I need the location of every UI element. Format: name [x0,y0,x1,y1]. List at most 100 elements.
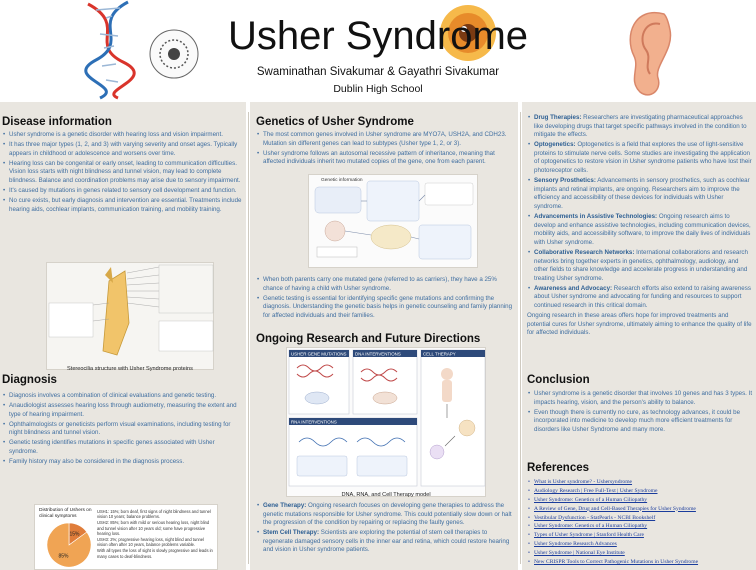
column-divider [520,112,521,564]
list-item: Genetic testing identifies mutations in … [2,439,242,456]
bullet-label: Drug Therapies: [534,114,582,121]
list-item: No cure exists, but early diagnosis and … [2,197,242,214]
conclusion-bullets: Usher syndrome is a genetic disorder tha… [527,390,753,434]
list-item: It has three major types (1, 2, and 3) w… [2,141,242,158]
list-item: Collaborative Research Networks: Interna… [527,249,753,283]
reference-link[interactable]: Usher Syndrome: Genetics of a Human Cili… [527,496,753,505]
reference-link[interactable]: Usher Syndrome: Genetics of a Human Cili… [527,522,753,531]
future-directions-section: Drug Therapies: Researchers are investig… [527,114,753,338]
school-name: Dublin High School [333,83,423,95]
bullet-label: Stem Cell Therapy: [263,529,320,537]
bullet-label: Advancements in Assistive Technologies: [534,213,658,221]
legend-item: USH2: 85%; born with mild or serious hea… [97,520,210,536]
bullet-label: Sensory Prosthetics: [534,177,596,185]
list-item: Usher syndrome follows an autosomal rece… [256,150,514,167]
column-divider [248,112,249,564]
authors: Swaminathan Sivakumar & Gayathri Sivakum… [256,66,500,78]
list-item: Family history may also be considered in… [2,458,242,467]
legend-item: USH1: 15%; born deaf, first signs of nig… [97,509,211,520]
genetic-diagram [314,180,474,260]
conclusion-heading: Conclusion [527,374,590,386]
list-item: Optogenetics: Optogenetics is a field th… [527,141,753,175]
list-item: Genetic testing is essential for identif… [256,295,516,321]
poster-title: Usher Syndrome [227,14,529,58]
diagnosis-heading: Diagnosis [2,374,57,386]
disease-heading: Disease information [2,116,112,128]
references-heading: References [527,462,590,474]
bullet-text: Optogenetics is a field that explores th… [534,141,752,175]
list-item: Anaudiologist assesses hearing loss thro… [2,402,242,419]
list-item: Diagnosis involves a combination of clin… [2,392,242,401]
diagnosis-bullets: Diagnosis involves a combination of clin… [2,392,242,467]
stereocilia-caption: Stereocilia structure with Usher Syndrom… [67,366,193,372]
reference-link[interactable]: Audiology Research | Free Full-Text | Us… [527,487,753,496]
pie-data-label: 85% [58,553,69,559]
list-item: It's caused by mutations in genes relate… [2,187,242,196]
panel-label: DNA INTERVENTIONS [355,352,401,357]
genetics-bullets-bottom: When both parents carry one mutated gene… [256,276,516,320]
dna-helix-icon [84,0,136,100]
pie-legend: USH1: 15%; born deaf, first signs of nig… [97,509,215,559]
bullet-label: Optogenetics: [534,141,576,149]
legend-item: USH3: 2%; progressive hearing loss, nigh… [97,537,204,548]
therapy-diagram: USHER GENE MUTATIONS DNA INTERVENTIONS C… [288,349,486,487]
panel-label: CELL THERAPY [423,352,456,357]
therapy-model-figure: USHER GENE MUTATIONS DNA INTERVENTIONS C… [286,347,486,498]
ear-icon [629,11,672,96]
list-item: Awareness and Advocacy: Research efforts… [527,285,753,311]
research-closing-paragraph: Ongoing research in these areas offers h… [527,312,752,337]
bullet-text: Ongoing research aims to develop and enh… [534,213,751,246]
reference-link[interactable]: Vestibular Dysfunction - StatPearls - NC… [527,514,753,523]
diagnosis-section: Diagnosis Diagnosis involves a combinati… [2,374,242,468]
disease-bullets: Usher syndrome is a genetic disorder wit… [2,131,242,214]
pie-title: Distribution of Ushers on clinical sympt… [39,508,92,519]
reference-link[interactable]: Usher Syndrome Research Advances [527,540,753,549]
reference-link[interactable]: Usher Syndrome | National Eye Institute [527,549,753,558]
stereocilia-figure: Stereocilia structure with Usher Syndrom… [46,262,214,372]
conclusion-section: Conclusion Usher syndrome is a genetic d… [527,374,753,436]
list-item: Gene Therapy: Ongoing research focuses o… [256,502,516,528]
future-bullets: Drug Therapies: Researchers are investig… [527,114,753,311]
genetics-section: Genetics of Usher Syndrome The most comm… [256,116,514,168]
bullet-text: Advancements in sensory prosthetics, suc… [534,177,750,210]
research-section: Ongoing Research and Future Directions [256,333,516,348]
poster-header: Usher Syndrome Swaminathan Sivakumar & G… [0,0,756,102]
pie-slice-ush2 [46,522,92,568]
reference-link[interactable]: New CRISPR Tools to Correct Pathogenic M… [527,558,753,567]
pie-chart: 15% 85% [46,522,92,568]
legend-item: With all types the loss of sight is slow… [97,548,213,559]
pie-data-label: 15% [69,532,80,538]
list-item: When both parents carry one mutated gene… [256,276,516,293]
retina-icon [149,29,199,79]
reference-link[interactable]: Types of Usher Syndrome | Stanford Healt… [527,531,753,540]
references-list: What is Usher syndrome? - Ushersyndrome … [527,478,753,567]
bullet-label: Awareness and Advocacy: [534,284,613,292]
list-item: Stem Cell Therapy: Scientists are explor… [256,529,516,555]
panel-label: USHER GENE MUTATIONS [291,352,347,357]
list-item: Ophthalmologists or geneticists perform … [2,421,242,438]
pie-slices: 15% 85% [46,522,92,568]
list-item: Sensory Prosthetics: Advancements in sen… [527,177,753,211]
bullet-text: International collaborations and researc… [534,248,748,282]
genetic-information-figure: Genetic information [308,174,478,268]
bullet-text: Research efforts also extend to raising … [534,284,751,309]
bullet-text: Ongoing research focuses on developing g… [263,502,512,527]
panel-label: RNA INTERVENTIONS [291,420,337,425]
eye-icon [440,5,496,61]
reference-link[interactable]: What is Usher syndrome? - Ushersyndrome [527,478,753,487]
list-item: Usher syndrome is a genetic disorder wit… [2,131,242,140]
bullet-label: Gene Therapy: [263,502,307,509]
usher-distribution-figure: Distribution of Ushers on clinical sympt… [34,504,218,570]
list-item: Advancements in Assistive Technologies: … [527,213,753,247]
reference-link[interactable]: A Review of Gene, Drug and Cell-Based Th… [527,505,753,514]
research-bullets: Gene Therapy: Ongoing research focuses o… [256,502,516,555]
genetics-bullets-bottom-block: When both parents carry one mutated gene… [256,276,516,322]
genetics-bullets-top: The most common genes involved in Usher … [256,131,514,167]
list-item: Even though there is currently no cure, … [527,409,753,435]
bullet-text: Scientists are exploring the potential o… [263,529,510,554]
therapy-caption: DNA, RNA, and Cell Therapy model [341,492,431,498]
genetics-heading: Genetics of Usher Syndrome [256,116,414,128]
list-item: The most common genes involved in Usher … [256,131,514,148]
list-item: Drug Therapies: Researchers are investig… [527,114,753,140]
research-bullets-block: Gene Therapy: Ongoing research focuses o… [256,502,516,557]
